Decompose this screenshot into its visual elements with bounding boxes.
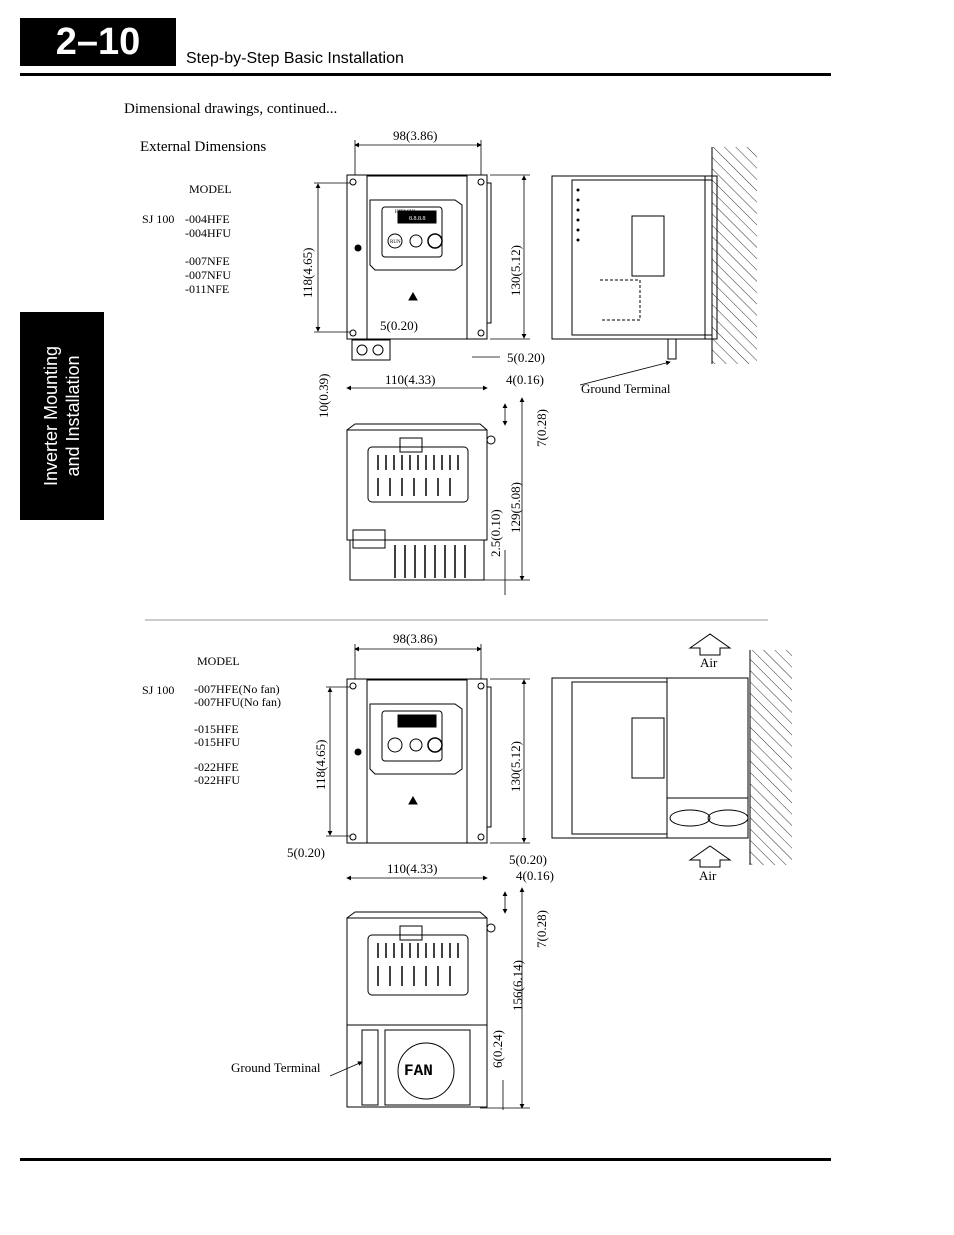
fan-label: FAN xyxy=(404,1062,433,1080)
dim-foot-height-2: 6(0.24) xyxy=(490,1030,505,1068)
model-item: -015HFU xyxy=(194,735,241,749)
dim-foot-right-1: 5(0.20) xyxy=(507,350,545,365)
section-title: Step-by-Step Basic Installation xyxy=(186,50,404,67)
dim-height-right-1: 130(5.12) xyxy=(508,245,523,296)
dim-top-offset-1: 7(0.28) xyxy=(534,409,549,447)
dim-width-top-1: 98(3.86) xyxy=(393,128,438,143)
dim-depth-2: 156(6.14) xyxy=(510,960,525,1011)
series-label-2: SJ 100 xyxy=(142,683,175,697)
bottom-view-2 xyxy=(346,911,496,1108)
chapter-side-tab: Inverter Mounting and Installation xyxy=(20,312,104,520)
ground-terminal-label-2: Ground Terminal xyxy=(231,1060,321,1075)
panel-display-1: 8.8.8.8 xyxy=(409,216,426,222)
dim-foot-height-1: 2.5(0.10) xyxy=(488,509,503,557)
model-heading-2: MODEL xyxy=(197,654,240,668)
dim-depth-1: 129(5.08) xyxy=(508,482,523,533)
model-item: -007NFE xyxy=(185,254,230,268)
model-item: -015HFE xyxy=(194,722,239,736)
side-view-1 xyxy=(551,147,757,364)
header-rule xyxy=(20,73,831,76)
front-view-2 xyxy=(346,678,492,844)
dim-width-bottom-2: 110(4.33) xyxy=(387,861,438,876)
dim-left-margin-1: 10(0.39) xyxy=(316,373,331,418)
page-number: 2–10 xyxy=(20,18,176,66)
model-item: -004HFU xyxy=(185,226,232,240)
ground-terminal-label-1: Ground Terminal xyxy=(581,381,671,396)
model-list-2: -007HFE(No fan) -007HFU(No fan) -015HFE … xyxy=(194,683,281,787)
dim-offset-right-2: 4(0.16) xyxy=(516,868,554,883)
model-item: -011NFE xyxy=(185,282,230,296)
model-list-1: -004HFE -004HFU -007NFE -007NFU -011NFE xyxy=(185,212,231,296)
dim-height-left-1: 118(4.65) xyxy=(300,247,315,298)
run-key-1: RUN xyxy=(390,240,401,245)
series-label-1: SJ 100 xyxy=(142,212,175,226)
external-dimensions-title: External Dimensions xyxy=(140,139,267,155)
model-item: -007HFU(No fan) xyxy=(194,695,281,709)
air-label-bottom: Air xyxy=(699,868,717,883)
intro-text: Dimensional drawings, continued... xyxy=(124,101,338,117)
model-item: -007NFU xyxy=(185,268,232,282)
dim-width-top-2: 98(3.86) xyxy=(393,631,438,646)
dim-foot-left-2: 5(0.20) xyxy=(287,845,325,860)
model-item: -004HFE xyxy=(185,212,230,226)
dim-height-left-2: 118(4.65) xyxy=(313,739,328,790)
panel-brand-1: HITACHI xyxy=(395,210,415,215)
dim-top-offset-2: 7(0.28) xyxy=(534,910,549,948)
dim-foot-right-2: 5(0.20) xyxy=(509,852,547,867)
model-item: -022HFU xyxy=(194,773,241,787)
dim-height-right-2: 130(5.12) xyxy=(508,741,523,792)
dim-offset-right-1: 4(0.16) xyxy=(506,372,544,387)
front-view-1 xyxy=(346,174,492,361)
side-view-2 xyxy=(551,633,792,868)
model-item: -007HFE(No fan) xyxy=(194,682,280,696)
bottom-view-1 xyxy=(346,423,496,581)
dim-foot-left-1: 5(0.20) xyxy=(380,318,418,333)
dim-width-bottom-1: 110(4.33) xyxy=(385,372,436,387)
air-label-top: Air xyxy=(700,655,718,670)
model-item: -022HFE xyxy=(194,760,239,774)
model-heading-1: MODEL xyxy=(189,182,232,196)
footer-rule xyxy=(20,1158,831,1161)
